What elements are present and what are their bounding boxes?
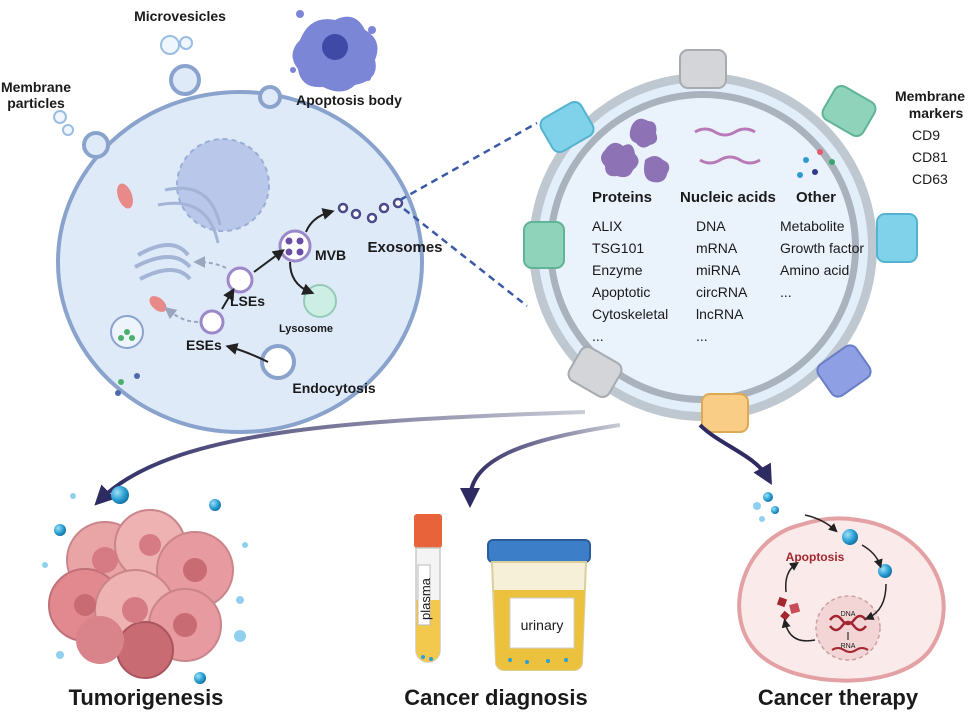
proteins-item: Enzyme [592,262,643,278]
plasma-label: plasma [418,577,433,620]
nucleic-acids-column: Nucleic acids DNA mRNA miRNA circRNA lnc… [680,189,776,344]
rna-label: RNA [841,643,856,650]
arrow-to-tumorigenesis [94,410,586,506]
zoom-line-top [399,121,538,202]
membrane-particles-icon [53,110,74,136]
therapy-cell-illustration [737,492,946,683]
membrane-markers: Membrane markers CD9 CD81 CD63 [895,88,965,187]
other-column: Other Metabolite Growth factor Amino aci… [780,189,864,300]
endocytosis-label: Endocytosis [292,380,375,396]
cell-illustration [56,64,424,434]
membrane-markers-title-1: Membrane [895,88,965,104]
apoptosis-body-label: Apoptosis body [296,92,402,108]
membrane-marker-item: CD81 [912,149,948,165]
proteins-item: ... [592,328,604,344]
proteins-item: Apoptotic [592,284,650,300]
membrane-markers-title-2: markers [909,105,964,121]
other-item: ... [780,284,792,300]
exosomes-label: Exosomes [367,239,442,256]
arrow-to-therapy [698,423,772,485]
urine-cup-icon [487,539,591,671]
tumorigenesis-label: Tumorigenesis [69,685,224,710]
zoom-line-bottom [403,208,528,307]
tumor-illustration [42,486,248,684]
nucleic-acids-item: lncRNA [696,306,744,322]
microvesicles-icon [160,35,193,55]
microvesicles-label: Microvesicles [134,8,226,24]
apoptosis-body-icon [290,10,378,92]
apoptosis-label: Apoptosis [786,550,845,564]
arrow-to-diagnosis [460,423,621,508]
nucleic-acids-item: miRNA [696,262,741,278]
mvb-label: MVB [315,247,346,263]
eses-label: ESEs [186,337,222,353]
nucleic-acids-item: ... [696,328,708,344]
exosome-illustration [523,49,918,433]
lysosome-label: Lysosome [279,323,333,335]
membrane-marker-item: CD63 [912,171,948,187]
nucleic-acids-item: circRNA [696,284,748,300]
plasma-tube-icon [414,514,442,663]
proteins-item: ALIX [592,218,623,234]
nucleic-acids-item: mRNA [696,240,738,256]
membrane-particles-label-2: particles [7,95,65,111]
membrane-particles-label-1: Membrane [1,79,71,95]
other-title: Other [796,189,836,206]
diagnosis-label: Cancer diagnosis [404,685,587,710]
lses-label: LSEs [230,293,265,309]
proteins-item: Cytoskeletal [592,306,668,322]
nucleic-acids-item: DNA [696,218,726,234]
other-item: Metabolite [780,218,845,234]
proteins-item: TSG101 [592,240,644,256]
therapy-label: Cancer therapy [758,685,919,710]
proteins-title: Proteins [592,189,652,206]
urinary-label: urinary [521,617,564,633]
other-item: Growth factor [780,240,864,256]
proteins-column: Proteins ALIX TSG101 Enzyme Apoptotic Cy… [592,189,668,344]
nucleic-acids-title: Nucleic acids [680,189,776,206]
dna-label: DNA [841,611,856,618]
membrane-marker-item: CD9 [912,127,940,143]
other-item: Amino acid [780,262,849,278]
